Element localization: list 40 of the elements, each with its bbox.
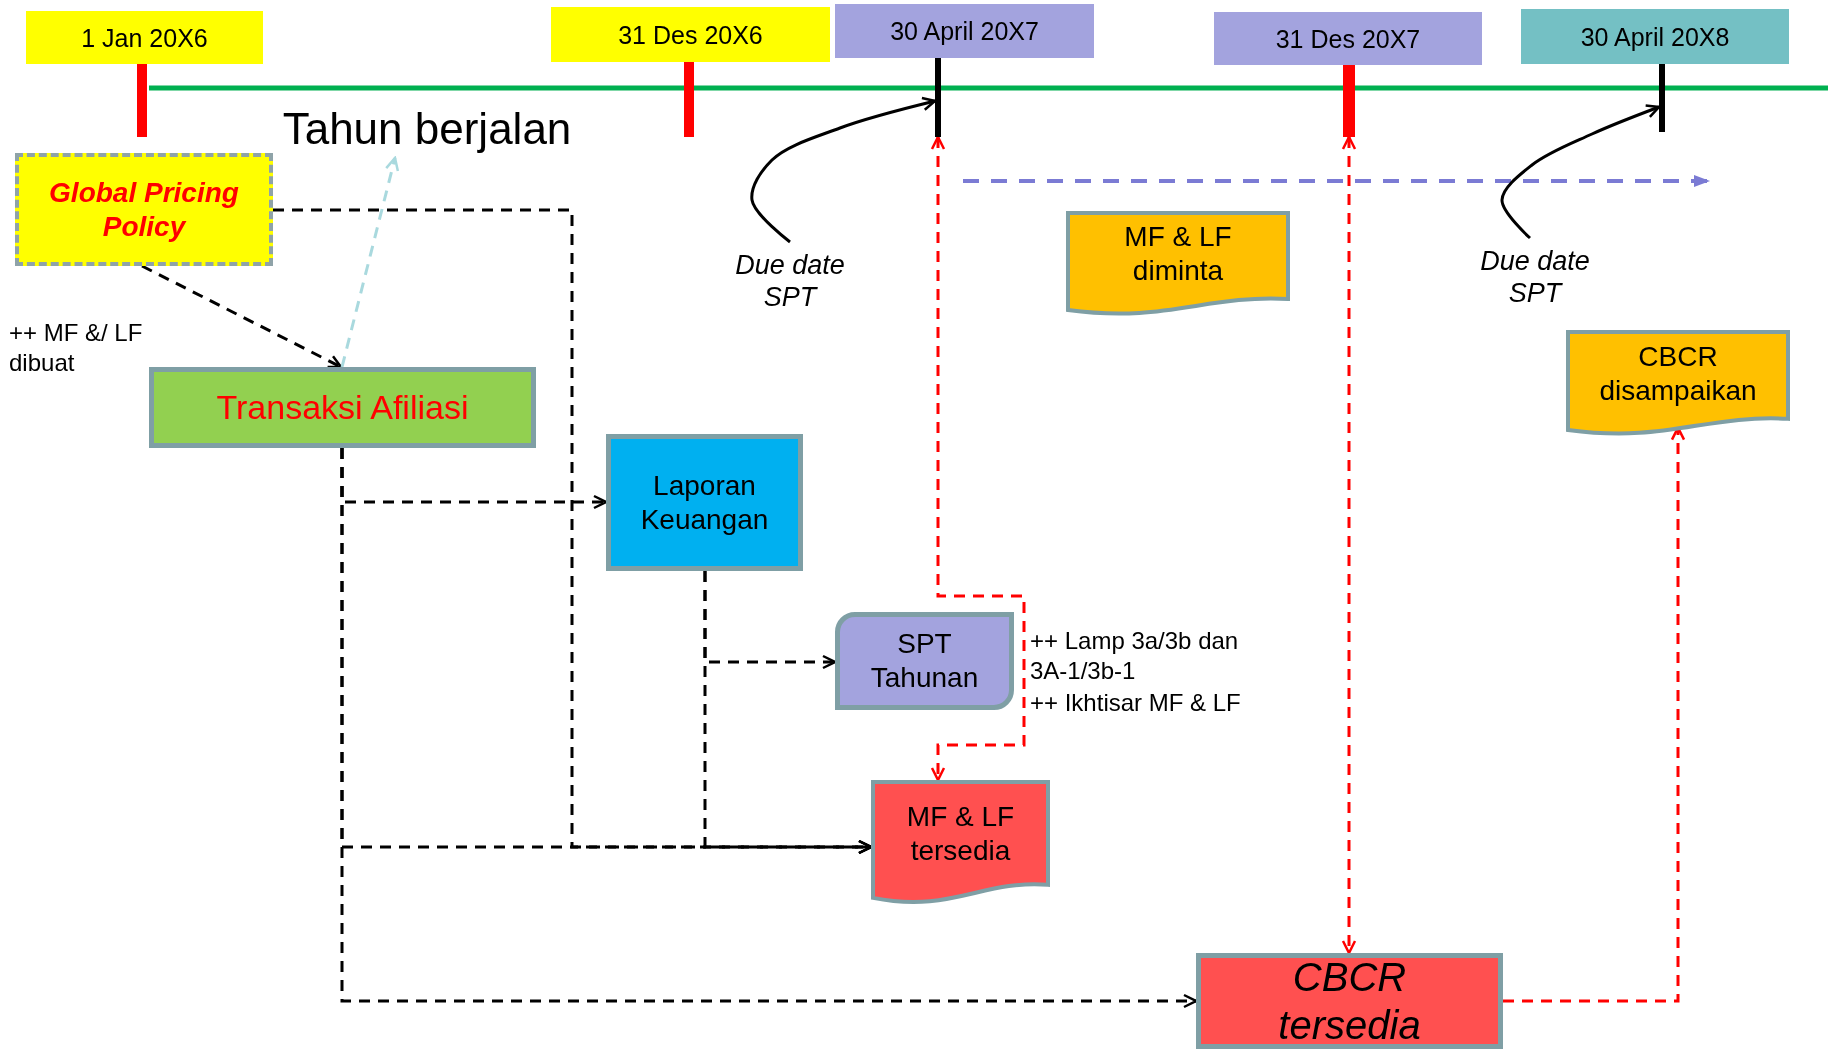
timeline-tick [1659, 64, 1665, 132]
box-label: 31 Des 20X6 [618, 19, 763, 50]
date-label-box [835, 4, 1094, 58]
date-label-box [1521, 9, 1789, 64]
box-label: Global Pricing Policy [48, 175, 240, 244]
process-box [1196, 953, 1503, 1049]
box-label: Transaksi Afiliasi [216, 387, 469, 428]
arrow [750, 96, 937, 244]
arrow [340, 156, 400, 368]
annotation-text: ++ Ikhtisar MF & LF [1030, 688, 1242, 718]
double-arrow [1341, 135, 1357, 955]
arrow [340, 448, 1198, 1009]
double-arrow [930, 135, 1026, 782]
arrow [141, 264, 343, 369]
date-label-box [551, 7, 830, 62]
process-box [15, 153, 273, 266]
box-label: CBCR disampaikan [1598, 339, 1758, 408]
annotation-text: ++ MF &/ LF dibuat [9, 318, 144, 378]
process-box [835, 612, 1014, 710]
box-label: 31 Des 20X7 [1275, 23, 1421, 54]
due-date-note: Due date SPT [1460, 238, 1610, 316]
process-box [606, 434, 803, 571]
timeline-tick [935, 58, 941, 137]
box-label: 30 April 20X8 [1580, 21, 1730, 52]
box-label: SPT Tahunan [869, 627, 980, 695]
arrow [703, 571, 873, 855]
date-label-box [1214, 12, 1482, 65]
annotation-text: ++ Lamp 3a/3b dan 3A-1/3b-1 [1030, 626, 1240, 686]
box-label: Laporan Keuangan [639, 468, 770, 537]
arrow [1500, 104, 1661, 240]
due-date-note: Due date SPT [715, 242, 865, 320]
box-label: MF & LF diminta [1123, 220, 1233, 288]
process-box [149, 367, 536, 448]
timeline-tick [1343, 65, 1355, 137]
box-label: MF & LF tersedia [905, 799, 1016, 868]
box-label: 1 Jan 20X6 [81, 22, 208, 53]
box-label: CBCR tersedia [1277, 954, 1422, 1049]
date-label-box [26, 11, 263, 64]
timeline-caption: Tahun berjalan [262, 100, 592, 158]
box-label: 30 April 20X7 [890, 16, 1039, 46]
